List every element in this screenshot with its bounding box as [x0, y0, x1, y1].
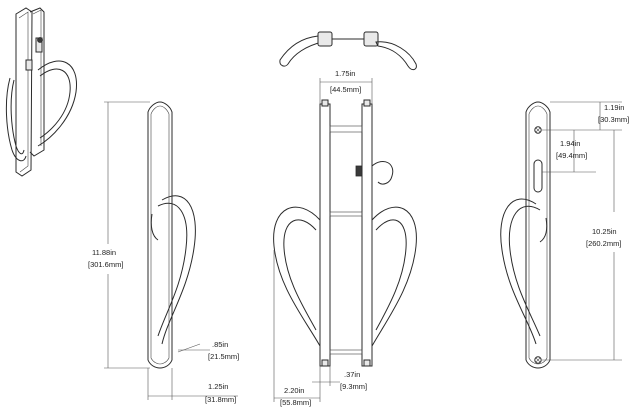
dim-screw-screw-mm: [260.2mm]	[586, 239, 621, 248]
dim-thickness-mm: [9.3mm]	[340, 382, 367, 391]
isometric-view	[5, 7, 78, 177]
center-elevation	[273, 99, 417, 367]
dim-width-in: 1.25in	[208, 382, 228, 391]
dim-height-mm: [301.6mm]	[88, 260, 123, 269]
dim-screw-slot-in: 1.94in	[560, 139, 580, 148]
dim-height-in: 11.88in	[92, 248, 116, 257]
dim-top-screw-in: 1.19in	[604, 103, 624, 112]
dimension-lines	[104, 78, 622, 402]
dim-screw-slot-mm: [49.4mm]	[556, 151, 587, 160]
dim-gap-in: .85in	[212, 340, 228, 349]
dim-top-width-mm: [44.5mm]	[330, 85, 361, 94]
dim-top-width-in: 1.75in	[335, 69, 355, 78]
dim-projection-in: 2.20in	[284, 386, 304, 395]
dim-width-mm: [31.8mm]	[205, 395, 236, 404]
dim-gap-mm: [21.5mm]	[208, 352, 239, 361]
dim-projection-mm: [55.8mm]	[280, 398, 311, 407]
right-elevation	[500, 101, 551, 369]
dim-thickness-in: .37in	[344, 370, 360, 379]
left-elevation	[147, 101, 196, 369]
top-view	[279, 31, 417, 71]
dim-screw-screw-in: 10.25in	[592, 227, 617, 236]
dim-top-screw-mm: [30.3mm]	[598, 115, 629, 124]
